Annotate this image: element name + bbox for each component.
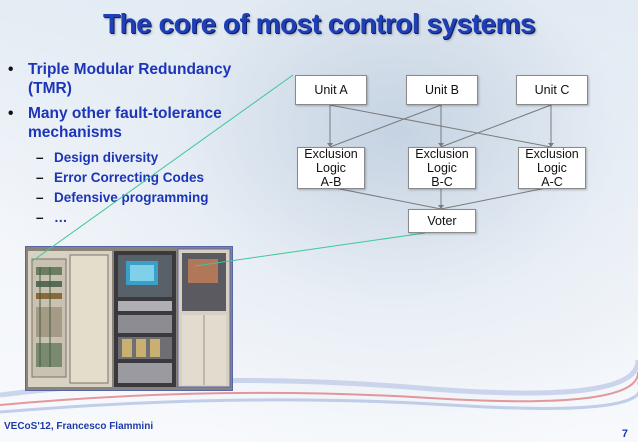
- arrowhead-icon: [438, 205, 444, 209]
- bullet-text: Triple Modular Redundancy (TMR): [28, 61, 232, 97]
- exclusion-label: A-B: [320, 175, 342, 189]
- cabinet-photo: [25, 246, 233, 391]
- dash-icon: –: [36, 210, 44, 225]
- connector-line: [329, 186, 442, 210]
- unit-b-box: Unit B: [406, 75, 478, 105]
- unit-a-box: Unit A: [295, 75, 367, 105]
- arrowhead-icon: [438, 143, 444, 147]
- bullet-text: Many other fault-tolerance mechanisms: [28, 105, 222, 141]
- sub-bullet-item: – …: [6, 208, 256, 228]
- exclusion-label: A-C: [541, 175, 563, 189]
- slide-title: The core of most control systems: [102, 8, 536, 39]
- unit-label: Unit A: [314, 83, 348, 97]
- footer-text: VECoS'12, Francesco Flammini: [4, 421, 154, 432]
- connector-line: [440, 186, 552, 210]
- callout-line: [194, 232, 426, 267]
- bullet-list: • Triple Modular Redundancy (TMR) • Many…: [6, 60, 256, 228]
- sub-bullet-item: – Error Correcting Codes: [6, 168, 256, 188]
- exclusion-label: Exclusion: [525, 147, 579, 161]
- exclusion-logic-bc-box: Exclusion Logic B-C: [408, 147, 476, 189]
- connector-line: [440, 104, 552, 148]
- unit-c-box: Unit C: [516, 75, 588, 105]
- sub-bullet-text: …: [54, 210, 68, 225]
- dash-icon: –: [36, 170, 44, 185]
- sub-bullet-item: – Defensive programming: [6, 188, 256, 208]
- arrowhead-icon: [327, 143, 333, 147]
- exclusion-label: Exclusion: [415, 147, 469, 161]
- bullet-dot-icon: •: [8, 105, 14, 122]
- sub-bullet-text: Design diversity: [54, 150, 159, 165]
- exclusion-logic-ab-box: Exclusion Logic A-B: [297, 147, 365, 189]
- dash-icon: –: [36, 150, 44, 165]
- bullet-dot-icon: •: [8, 61, 14, 78]
- exclusion-label: B-C: [431, 175, 453, 189]
- unit-label: Unit B: [424, 83, 460, 97]
- callout-line: [30, 74, 294, 263]
- sub-bullet-text: Defensive programming: [54, 190, 209, 205]
- exclusion-label: Logic: [537, 161, 567, 175]
- exclusion-label: Exclusion: [304, 147, 358, 161]
- bullet-item: • Triple Modular Redundancy (TMR): [6, 60, 256, 98]
- voter-label: Voter: [427, 214, 457, 228]
- connector-line: [329, 104, 442, 148]
- bullet-item: • Many other fault-tolerance mechanisms: [6, 104, 256, 142]
- page-number: 7: [621, 428, 628, 440]
- exclusion-label: Logic: [316, 161, 346, 175]
- exclusion-label: Logic: [427, 161, 457, 175]
- exclusion-logic-ac-box: Exclusion Logic A-C: [518, 147, 586, 189]
- sub-bullet-text: Error Correcting Codes: [54, 170, 205, 185]
- sub-bullet-item: – Design diversity: [6, 148, 256, 168]
- unit-label: Unit C: [534, 83, 570, 97]
- voter-box: Voter: [408, 209, 476, 233]
- arrowhead-icon: [548, 143, 554, 147]
- dash-icon: –: [36, 190, 44, 205]
